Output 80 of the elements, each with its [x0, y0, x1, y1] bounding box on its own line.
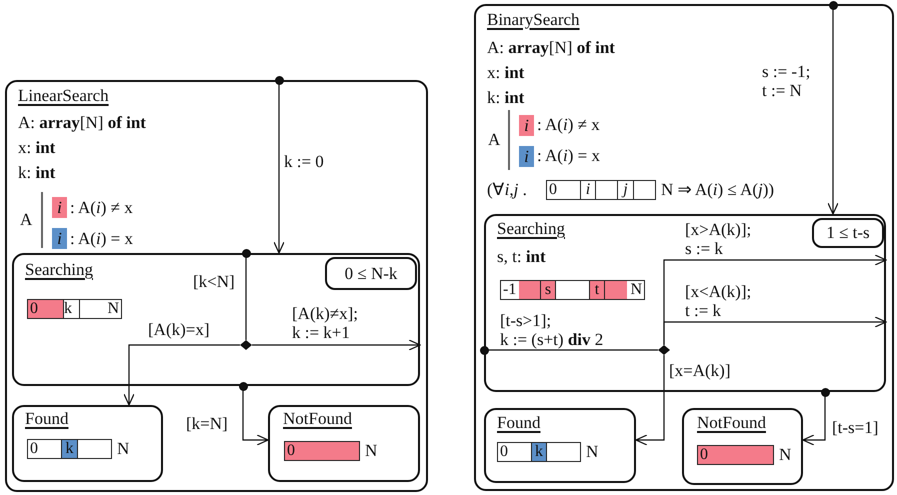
array-cell: i: [580, 180, 596, 200]
junction-dot: [274, 76, 284, 84]
state-name: NotFound: [283, 409, 352, 429]
array-cell: 0: [27, 439, 62, 459]
transition-arrow: [242, 390, 269, 446]
transition-arrow: [123, 344, 240, 406]
transition-arrow: [252, 339, 421, 351]
index-label: i: [57, 229, 62, 248]
transition-arrow: [635, 355, 665, 446]
legend-text: : A(i) ≠ x: [70, 197, 133, 219]
transition-arrow: [827, 10, 839, 215]
declaration-text: x: int: [18, 138, 56, 158]
junction-dot: [238, 382, 248, 390]
state-name: LinearSearch: [18, 86, 109, 106]
array-cell: k: [63, 299, 80, 319]
bound-label: N: [586, 442, 598, 462]
array-cell: 0: [284, 441, 360, 461]
declaration-text: s, t: int: [497, 247, 546, 267]
guard-label: [k=N]: [186, 414, 228, 433]
declaration-text: k: int: [487, 88, 524, 108]
guard-label: [k<N]: [193, 272, 235, 291]
invariant-box: [325, 257, 417, 290]
state-box: [268, 405, 420, 482]
legend-text: : A(i) = x: [70, 228, 133, 250]
array-cell: -1: [500, 280, 541, 300]
state-name: NotFound: [697, 413, 766, 433]
array-cell: N: [604, 280, 645, 300]
array-cell: j: [617, 180, 634, 200]
state-name: Found: [497, 413, 540, 433]
choice-diamond: [240, 340, 252, 350]
junction-dot: [828, 0, 838, 10]
legend-text: : A(i) ≠ x: [537, 114, 600, 136]
transition-arrow: [663, 316, 887, 345]
state-box: [484, 214, 886, 392]
bound-label: N: [365, 441, 378, 461]
array-cell: 0: [27, 299, 64, 319]
junction-dot: [480, 346, 488, 354]
guard-label: [A(k)=x]: [148, 320, 210, 339]
state-box: [474, 4, 894, 491]
array-name: A: [488, 130, 500, 150]
bound-label: N: [779, 445, 792, 465]
legend-text: : A(i) = x: [537, 145, 600, 167]
array-cell: s: [540, 280, 556, 300]
declaration-text: A: array[N] of int: [18, 113, 146, 133]
invariant-text: 1 ≤ t-s: [826, 223, 870, 243]
guard-label: [x=A(k)]: [669, 361, 731, 380]
state-box: [12, 253, 420, 386]
guard-label: [t-s=1]: [832, 418, 878, 437]
declaration-text: k: int: [18, 163, 56, 183]
index-label: i: [524, 116, 529, 135]
array-cell: 0: [697, 445, 774, 465]
index-label: i: [57, 198, 62, 217]
array-cell: t: [589, 280, 605, 300]
array-cell: k: [61, 439, 78, 459]
formula-text: (∀i,j .: [487, 180, 527, 200]
state-name: Searching: [25, 260, 93, 280]
junction-dot: [820, 388, 830, 396]
guard-label: [t-s>1]; k := (s+t) div 2: [500, 311, 604, 349]
invariant-box: [812, 218, 884, 248]
array-cell: k: [531, 442, 547, 462]
formula-text: N ⇒ A(i) ≤ A(j)): [661, 180, 774, 200]
junction-dot: [242, 248, 250, 258]
state-box: [5, 80, 428, 492]
state-name: Found: [25, 409, 68, 429]
index-label: i: [524, 147, 529, 166]
invariant-text: 0 ≤ N-k: [344, 264, 398, 284]
array-name: A: [20, 210, 32, 230]
declaration-text: x: int: [487, 63, 524, 83]
transition-arrow: [802, 396, 826, 446]
transition-arrow: [273, 84, 285, 254]
bound-label: N: [117, 439, 130, 459]
state-name: BinarySearch: [487, 10, 580, 30]
array-cell: 0: [546, 180, 581, 200]
state-box: [12, 405, 163, 482]
choice-diamond: [658, 345, 670, 355]
array-cell: N: [79, 299, 122, 319]
array-cell: 0: [497, 442, 532, 462]
declaration-text: A: array[N] of int: [487, 38, 615, 58]
state-box: [484, 408, 636, 483]
state-name: Searching: [497, 219, 565, 239]
